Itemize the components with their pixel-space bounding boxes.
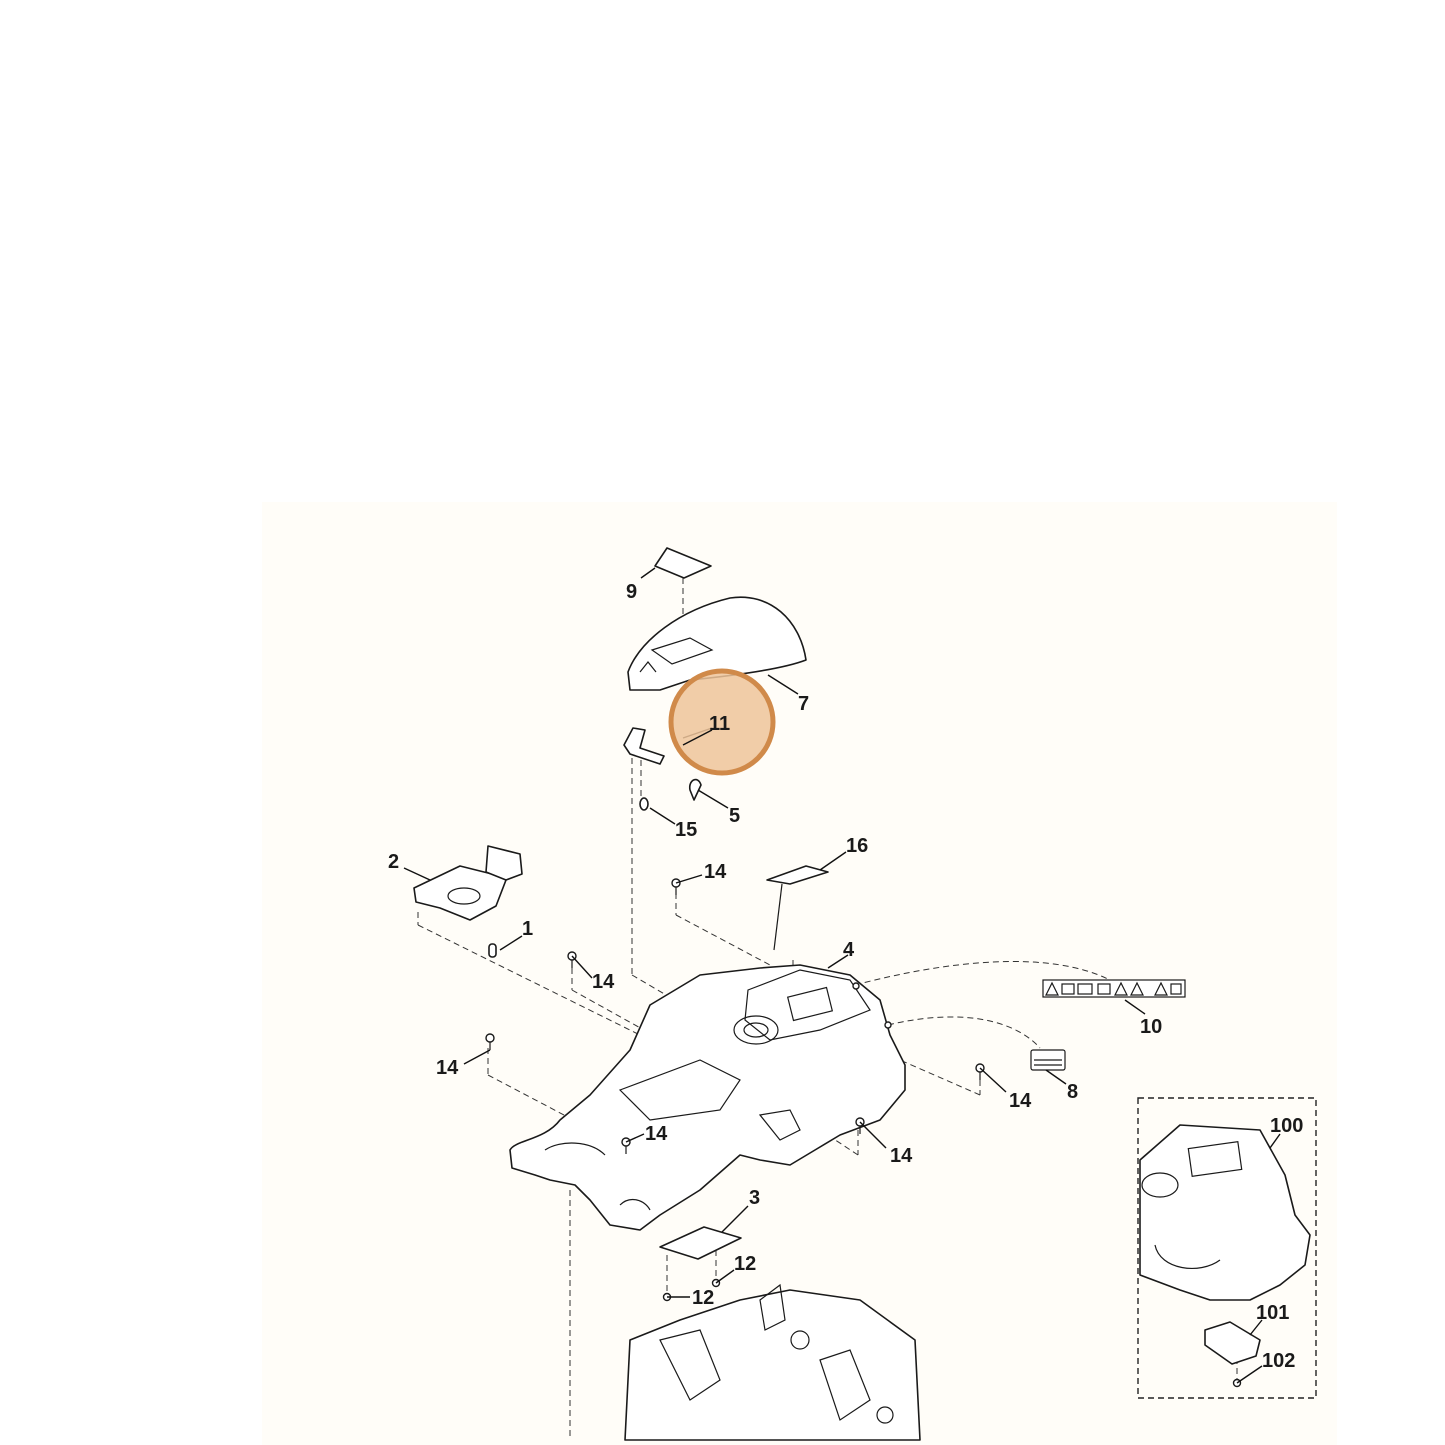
chassis-partial (624, 1283, 921, 1441)
callout-14-a: 14 (704, 861, 727, 883)
screw-14-c (485, 1033, 495, 1050)
inset-frame (1137, 1097, 1317, 1399)
plug-a (852, 982, 860, 990)
callout-10: 10 (1140, 1016, 1162, 1038)
part-15-pin (639, 797, 649, 811)
part-1-pin (488, 943, 497, 958)
part-16-antenna-tag (766, 865, 829, 951)
callout-15: 15 (675, 819, 697, 841)
part-3-plate (659, 1226, 742, 1260)
callout-14-b: 14 (592, 971, 615, 993)
callout-8: 8 (1067, 1081, 1078, 1103)
screws (485, 878, 1242, 1388)
callout-2: 2 (388, 851, 399, 873)
part-9-decal (654, 547, 712, 579)
part-11-bracket (623, 727, 665, 765)
callout-102: 102 (1262, 1350, 1295, 1372)
part-5-spring (688, 778, 702, 801)
leader-lines (403, 567, 1281, 1384)
callout-7: 7 (798, 693, 809, 715)
inset-alternative-parts (1137, 1097, 1317, 1399)
callout-14-c: 14 (436, 1057, 459, 1079)
callout-14-e: 14 (1009, 1090, 1032, 1112)
callout-3: 3 (749, 1187, 760, 1209)
highlight-ring (668, 668, 776, 776)
callout-12-b: 12 (692, 1287, 714, 1309)
callout-14-f: 14 (890, 1145, 913, 1167)
callout-5: 5 (729, 805, 740, 827)
callout-11[interactable]: 11 (709, 713, 730, 735)
callout-12-a: 12 (734, 1253, 756, 1275)
callout-16: 16 (846, 835, 868, 857)
callout-9: 9 (626, 581, 637, 603)
callout-4: 4 (843, 939, 855, 961)
callout-14-d: 14 (645, 1123, 668, 1145)
callout-101: 101 (1256, 1302, 1289, 1324)
part-4-main-housing (509, 964, 906, 1231)
part-8-label (1030, 1049, 1066, 1071)
plug-b (884, 1021, 892, 1029)
callout-numbers: 9 7 11 5 15 2 1 14 16 4 14 10 14 8 14 14… (388, 581, 1303, 1372)
leader-11 (682, 729, 713, 746)
part-2-plate (413, 845, 523, 921)
callout-100: 100 (1270, 1115, 1303, 1137)
part-101 (1204, 1321, 1261, 1365)
part-10-warning-label (1042, 979, 1186, 998)
callout-1: 1 (522, 918, 533, 940)
